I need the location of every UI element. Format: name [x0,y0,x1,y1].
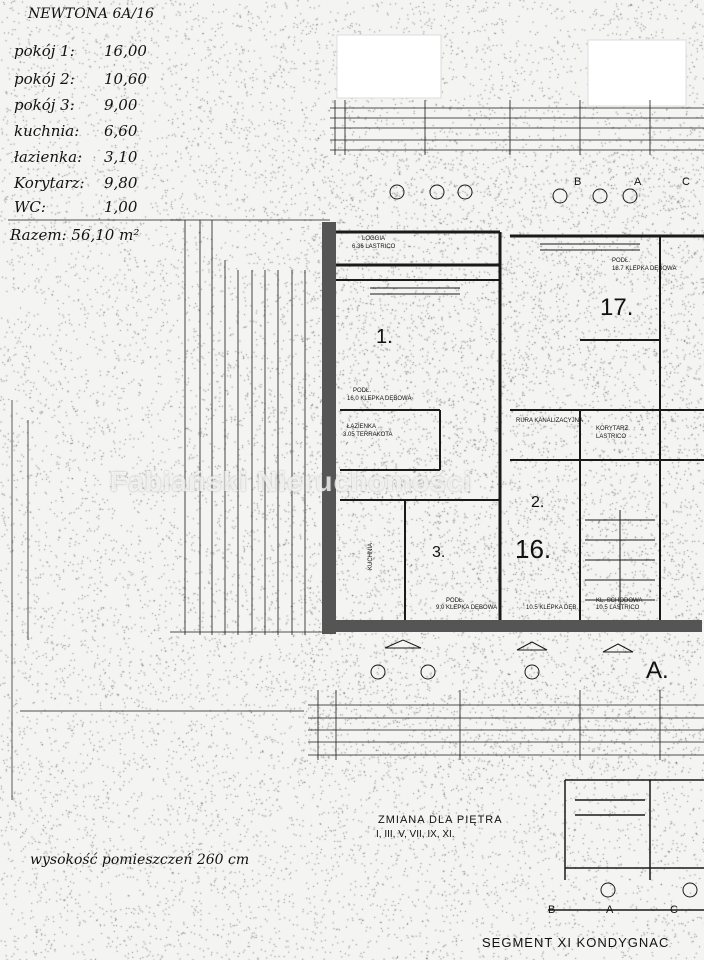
room17-floor-label: PODŁ. [612,258,631,264]
room-area-label: WC: [14,198,46,216]
axis-label-a-bottom: A [606,904,614,916]
room1-area-label: 16.0 KLEPKA DĘBOWA [347,396,412,402]
room1-floor-label: PODŁ. [353,388,372,394]
section-tags [370,184,698,898]
left-dimension-lines [170,219,330,635]
room-area-label: pokój 3: [14,96,75,114]
corridor-area-label: LASTRICO [596,434,627,440]
corridor-label: KORYTARZ [596,426,629,432]
segment-title: SEGMENT XI KONDYGNAC [482,935,670,950]
room3-floor-label: PODŁ. [446,598,465,604]
room-area-row: łazienka: 3,10 [14,148,137,166]
room-area-row: pokój 2: 10,60 [14,70,147,88]
room-area-row: kuchnia: 6,60 [14,122,137,140]
top-dimension-lines [330,100,704,155]
room-area-value: 6,60 [104,122,138,140]
unit-number-17: 17. [600,294,634,321]
room-number-3: 3. [432,544,446,561]
unit-number-16: 16. [515,534,552,564]
room-area-value: 3,10 [104,148,138,166]
loggia-label: LOGGIA [362,236,386,242]
room3-area-label: 9.0 KLEPKA DĘBOWA [436,605,498,611]
outer-walls [322,222,704,634]
room-area-value: 10,60 [104,70,147,88]
staircase-letter-a: A. [646,657,669,684]
bathroom-area-label: 3.05 TERRAKOTA [343,432,393,438]
redaction-box-right [587,39,687,107]
room-area-label: Korytarz: [14,174,85,192]
room-area-value: 9,00 [104,96,138,114]
room-area-value: 9,80 [104,174,138,192]
room-area-label: pokój 1: [14,42,75,60]
floor-change-note: ZMIANA DLA PIĘTRA [378,814,503,826]
room-area-row: Korytarz: 9,80 [14,174,137,192]
windows [370,243,640,295]
room-area-row: pokój 3: 9,00 [14,96,137,114]
redaction-box-left [336,34,442,99]
total-area-note: Razem: 56,10 m² [10,226,140,244]
axis-label-b-bottom: B [548,904,556,916]
room-area-row: pokój 1: 16,00 [14,42,147,60]
lower-block [548,779,704,911]
loggia-area-label: 6.36 LASTRICO [352,244,396,250]
axis-label-b-top: B [574,176,582,188]
room-area-row: WC: 1,00 [14,198,137,216]
axis-label-a-top: A [634,176,642,188]
bottom-dimension-lines [308,690,704,760]
room17-area-label: 18.7 KLEPKA DĘBOWA [612,266,677,272]
room-number-1: 1. [376,326,393,348]
door-markers [384,639,634,653]
room2-area-label: 10.5 KLEPKA DĘB. [526,605,579,611]
ceiling-height-note: wysokość pomieszczeń 260 cm [30,852,250,868]
stairwell-area-label: 10.5 LASTRICO [596,605,640,611]
axis-label-c-bottom: C [670,904,678,916]
stairs [585,510,655,610]
interior-walls [336,236,704,620]
bathroom-label: ŁAZIENKA [347,424,377,430]
stairwell-label: KL. SCHODOWA [596,598,643,604]
room-area-label: kuchnia: [14,122,80,140]
axis-label-c-top: C [682,176,690,188]
drain-pipe-label: RURA KANALIZACYJNA [516,418,584,424]
floor-change-floors: I, III, V, VII, IX, XI. [376,829,455,840]
room-number-2: 2. [531,494,545,511]
room-area-value: 16,00 [104,42,147,60]
room-area-value: 1,00 [104,198,138,216]
kitchen-label: KUCHNIA [368,542,374,570]
agency-watermark: Fabiański Nieruchomości [110,466,473,497]
room-area-label: pokój 2: [14,70,75,88]
address-note: NEWTONA 6A/16 [28,6,155,22]
room-area-label: łazienka: [14,148,83,166]
